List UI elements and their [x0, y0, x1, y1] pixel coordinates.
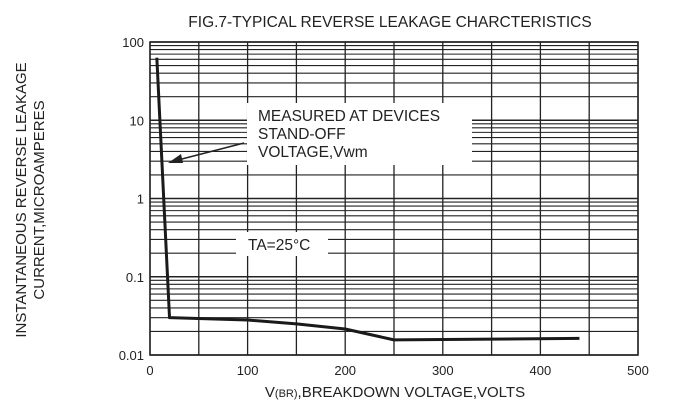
- x-tick-label: 200: [334, 363, 356, 378]
- y-axis-label-line2: CURRENT,MICROAMPERES: [31, 100, 48, 299]
- plot-frame: [149, 41, 639, 356]
- measured-note-box: [247, 103, 472, 165]
- x-tick-label: 400: [530, 363, 552, 378]
- y-tick-label: 0.1: [126, 270, 144, 285]
- measured-note-line: VOLTAGE,Vwm: [258, 144, 368, 161]
- series-line-leakage: [155, 57, 580, 342]
- y-tick-label: 10: [130, 113, 144, 128]
- measured-note-line: MEASURED AT DEVICES: [258, 108, 440, 125]
- x-ticks: 0 100 200 300 400 500: [146, 363, 648, 378]
- x-tick-label: 300: [432, 363, 454, 378]
- chart-title: FIG.7-TYPICAL REVERSE LEAKAGE CHARCTERIS…: [188, 14, 591, 31]
- temp-note: TA=25°C: [248, 237, 310, 254]
- y-tick-label: 0.01: [119, 348, 144, 363]
- x-axis-label: V(BR),BREAKDOWN VOLTAGE,VOLTS: [265, 384, 525, 401]
- temp-note-box: [236, 232, 328, 256]
- annotations: MEASURED AT DEVICESSTAND-OFFVOLTAGE,VwmT…: [168, 103, 472, 256]
- arrow-head-icon: [168, 154, 183, 163]
- series: [155, 57, 580, 342]
- y-axis-label-line1: INSTANTANEOUS REVERSE LEAKAGE: [13, 62, 30, 337]
- y-ticks: 0.01 0.1 1 10 100: [119, 35, 144, 363]
- x-tick-label: 0: [146, 363, 153, 378]
- arrow-line: [177, 142, 245, 161]
- y-tick-label: 100: [122, 35, 144, 50]
- grid: [149, 41, 639, 356]
- measured-note-line: STAND-OFF: [258, 126, 346, 143]
- y-tick-label: 1: [137, 192, 144, 207]
- x-tick-label: 100: [237, 363, 259, 378]
- x-tick-label: 500: [627, 363, 649, 378]
